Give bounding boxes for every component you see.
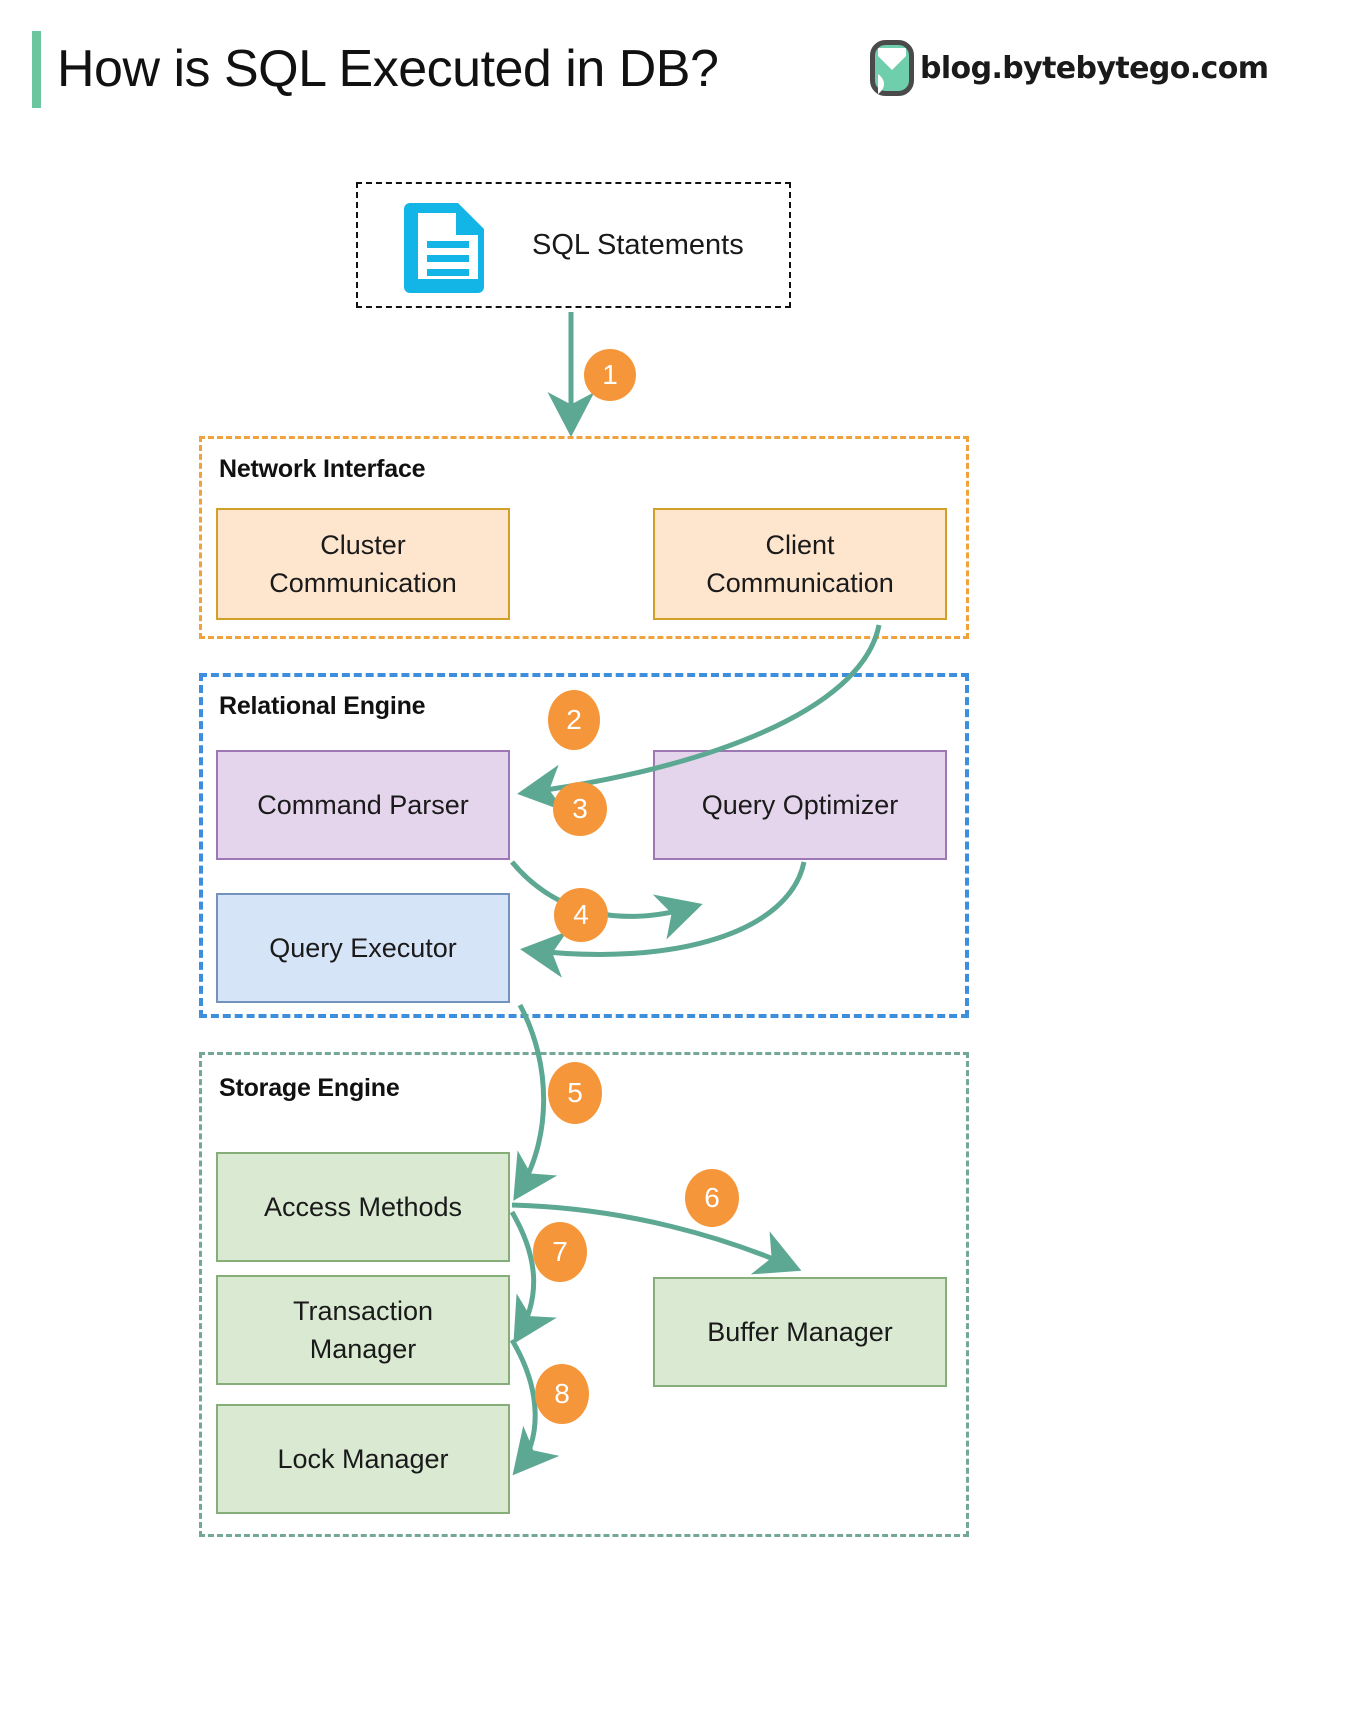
step-badge-3: 3 — [553, 782, 607, 836]
sql-statements-box: SQL Statements — [356, 182, 791, 308]
step-badge-7: 7 — [533, 1222, 587, 1282]
step-badge-5: 5 — [548, 1062, 602, 1124]
step-badge-6-label: 6 — [704, 1182, 720, 1213]
node-cluster-communication-label: Cluster Communication — [269, 530, 457, 598]
title-accent-bar — [32, 31, 41, 108]
document-icon — [404, 203, 484, 293]
step-badge-4: 4 — [554, 888, 608, 942]
brand: blog.bytebytego.com — [870, 40, 1269, 96]
node-client-communication[interactable]: Client Communication — [653, 508, 947, 620]
node-transaction-manager[interactable]: Transaction Manager — [216, 1275, 510, 1385]
node-buffer-manager-label: Buffer Manager — [707, 1317, 893, 1347]
node-command-parser-label: Command Parser — [257, 790, 469, 820]
step-badge-5-label: 5 — [567, 1077, 583, 1108]
brand-label: blog.bytebytego.com — [920, 50, 1269, 86]
node-command-parser[interactable]: Command Parser — [216, 750, 510, 860]
step-badge-8-label: 8 — [554, 1378, 570, 1409]
step-badge-3-label: 3 — [572, 793, 588, 824]
node-query-executor[interactable]: Query Executor — [216, 893, 510, 1003]
step-badge-2-label: 2 — [566, 704, 582, 735]
zone-network-interface-title: Network Interface — [219, 455, 426, 483]
node-query-executor-label: Query Executor — [269, 933, 457, 963]
node-query-optimizer[interactable]: Query Optimizer — [653, 750, 947, 860]
node-transaction-manager-label: Transaction Manager — [292, 1296, 434, 1364]
bytebytego-logo-icon — [870, 40, 914, 96]
sql-statements-label: SQL Statements — [532, 228, 744, 261]
node-lock-manager-label: Lock Manager — [277, 1444, 449, 1474]
step-badge-1: 1 — [584, 349, 636, 401]
step-badge-8: 8 — [535, 1364, 589, 1424]
zone-storage-engine — [199, 1052, 969, 1537]
step-badge-7-label: 7 — [552, 1236, 568, 1267]
node-query-optimizer-label: Query Optimizer — [701, 790, 899, 820]
node-client-communication-label: Client Communication — [706, 530, 894, 598]
node-access-methods-label: Access Methods — [263, 1192, 463, 1222]
node-lock-manager[interactable]: Lock Manager — [216, 1404, 510, 1514]
step-badge-6: 6 — [685, 1169, 739, 1227]
node-access-methods[interactable]: Access Methods — [216, 1152, 510, 1262]
zone-relational-engine-title: Relational Engine — [219, 692, 426, 720]
step-badge-2: 2 — [548, 690, 600, 750]
step-badge-4-label: 4 — [573, 899, 589, 930]
step-badge-1-label: 1 — [602, 359, 618, 390]
node-buffer-manager[interactable]: Buffer Manager — [653, 1277, 947, 1387]
zone-storage-engine-title: Storage Engine — [219, 1074, 400, 1102]
page-title: How is SQL Executed in DB? — [57, 40, 719, 98]
node-cluster-communication[interactable]: Cluster Communication — [216, 508, 510, 620]
